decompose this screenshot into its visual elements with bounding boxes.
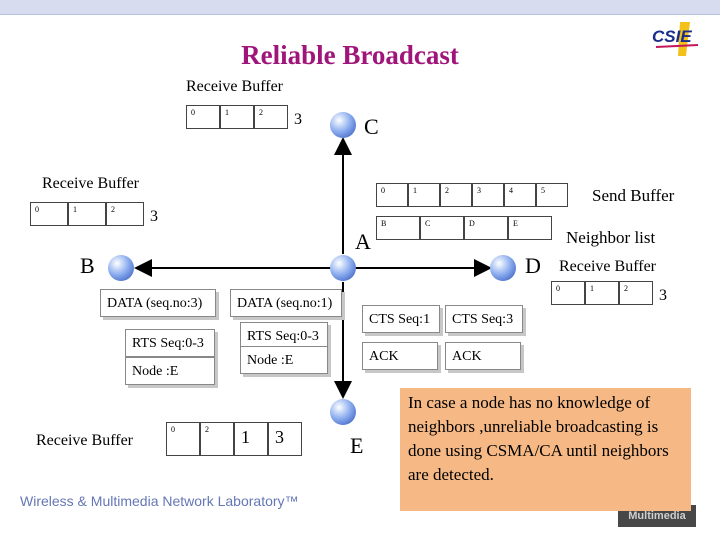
ack-d-box: ACK (445, 342, 521, 370)
buffer-e-cell: 0 (166, 422, 200, 456)
buffer-b-cell: 0 (30, 202, 68, 226)
send-buffer-cell: 2 (440, 183, 472, 207)
buffer-c-cell: 3 (294, 111, 302, 128)
buffer-d-cell: 3 (659, 287, 667, 304)
page-title: Reliable Broadcast (241, 40, 459, 70)
node-e (330, 399, 356, 425)
buffer-b-label: Receive Buffer (42, 175, 139, 192)
footer-lab-name: Wireless & Multimedia Network Laboratory… (20, 493, 299, 509)
buffer-d-cell: 1 (585, 281, 619, 305)
top-bar (0, 0, 720, 15)
node-c-label: C (364, 114, 379, 139)
data-e-box: DATA (seq.no:1) (230, 289, 342, 317)
node-e-box: Node :E (240, 346, 328, 374)
node-e-label: E (350, 433, 364, 458)
send-buffer-cell: 3 (472, 183, 504, 207)
send-buffer-label: Send Buffer (592, 186, 675, 205)
node-a-label: A (355, 229, 371, 254)
neighbor-cell: C (420, 216, 464, 240)
node-d-label: D (525, 253, 541, 278)
buffer-e-cell: 3 (268, 422, 302, 456)
send-buffer-cell: 4 (504, 183, 536, 207)
send-buffer-cell: 1 (408, 183, 440, 207)
node-d (490, 255, 516, 281)
logo-text: CSIE (652, 27, 692, 46)
buffer-d-cell: 0 (551, 281, 585, 305)
neighbor-cell: E (508, 216, 552, 240)
send-buffer-cell: 5 (536, 183, 568, 207)
buffer-b-cell: 3 (150, 208, 158, 225)
buffer-c-cell: 2 (254, 105, 288, 129)
neighbor-list-label: Neighbor list (566, 228, 656, 247)
neighbor-cell: D (464, 216, 508, 240)
send-buffer-cell: 0 (376, 183, 408, 207)
neighbor-cell: B (376, 216, 420, 240)
rts-b-box: RTS Seq:0-3 (125, 329, 215, 357)
node-b (108, 255, 134, 281)
buffer-d-cell: 2 (619, 281, 653, 305)
buffer-e-cell: 2 (200, 422, 234, 456)
cts-c-box: CTS Seq:1 (362, 305, 440, 333)
buffer-e-cell: 1 (234, 422, 268, 456)
node-a (330, 255, 356, 281)
buffer-c-cell: 0 (186, 105, 220, 129)
ack-c-box: ACK (362, 342, 438, 370)
cts-d-box: CTS Seq:3 (445, 305, 523, 333)
node-b-box: Node :E (125, 357, 215, 385)
buffer-c-label: Receive Buffer (186, 78, 283, 95)
node-b-label: B (80, 253, 95, 278)
buffer-b-cell: 2 (106, 202, 144, 226)
rts-e-box: RTS Seq:0-3 (240, 322, 328, 350)
buffer-b-cell: 1 (68, 202, 106, 226)
node-c (330, 112, 356, 138)
buffer-d-label: Receive Buffer (559, 258, 656, 275)
data-b-box: DATA (seq.no:3) (100, 289, 216, 317)
csie-logo: CSIE (650, 20, 704, 60)
note-box: In case a node has no knowledge of neigh… (400, 388, 691, 511)
buffer-e-label: Receive Buffer (36, 432, 133, 449)
buffer-c-cell: 1 (220, 105, 254, 129)
